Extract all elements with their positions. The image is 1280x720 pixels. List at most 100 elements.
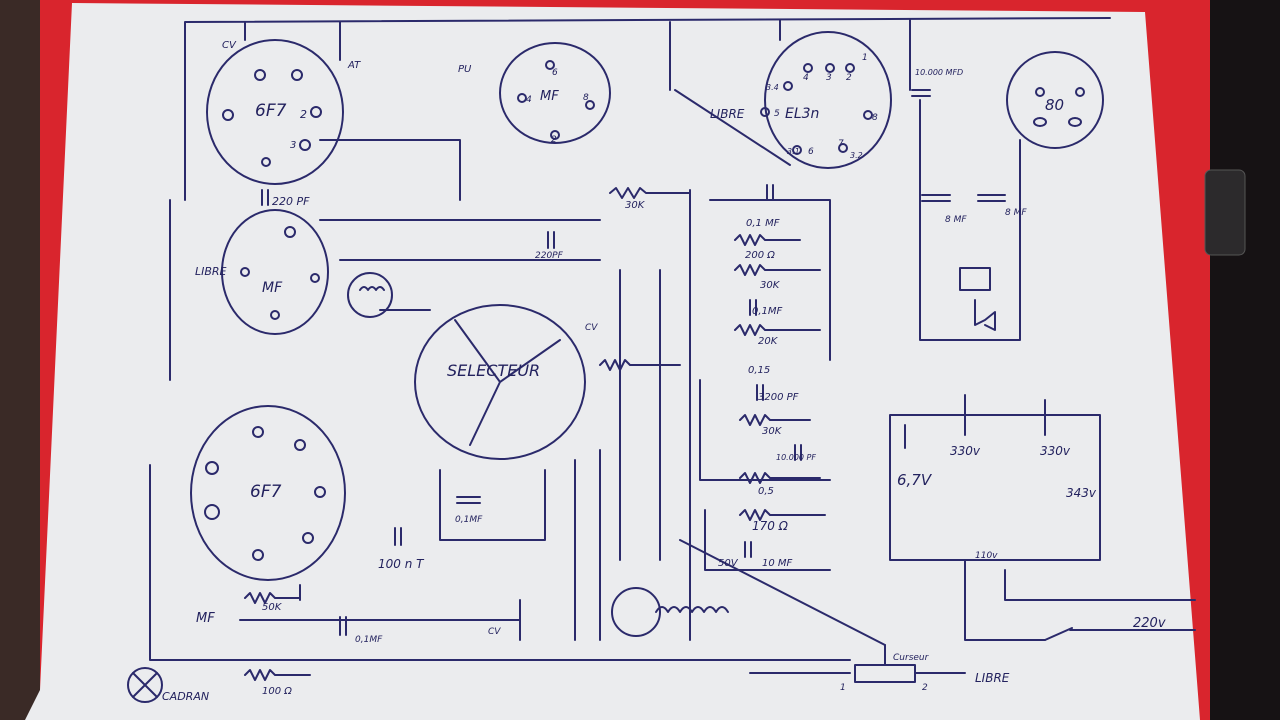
pin-el3-1: 1 [862,53,868,63]
capacitor-10000pf [794,444,802,461]
tube-pin [310,106,322,118]
capacitor-8mf-a [921,194,951,202]
pin-mf-6: 6 [552,68,558,78]
label-67v: 6,7V [897,471,933,489]
tube-pin [291,69,303,81]
tube-pin [222,109,234,121]
tube-pin [261,157,271,167]
label-mf-mid: MF [262,280,283,296]
tube-pin [294,439,306,451]
tube-pin [825,63,835,73]
schematic-drawing [127,17,1196,703]
value-01mf-d: 0,1MF [355,635,383,645]
coil-housing [347,272,393,318]
label-110v: 110v [975,551,998,561]
transformer-wires [904,394,1196,601]
capacitor-10000mfd [911,89,931,97]
resistor-170 [739,509,826,521]
tube-pin [310,273,320,283]
value-30k-b: 30K [760,280,781,291]
tube-pin [1075,87,1085,97]
tube-pin [270,310,280,320]
value-3200pf: 3200 PF [758,392,799,403]
potentiometer [854,644,916,683]
resistor-50k [244,592,301,604]
pin-6f7-2: 2 [300,108,307,121]
pin-el3-32: 3.2 [850,151,863,160]
tube-pin [252,549,264,561]
pin-el3-3: 3 [826,73,832,83]
label-pu: PU [458,64,472,75]
resistor-selector [599,359,681,371]
pin-mf-4: 4 [526,95,532,105]
paper-sheet [25,3,1200,720]
value-100nt: 100 n T [378,557,425,571]
value-50k: 50K [262,602,283,613]
tube-labels: 6F7 MF EL3n 80 MF 6F7 SELECTEUR [250,89,1064,502]
capacitor-100nt [394,527,402,546]
tube-el3n [764,31,892,169]
label-cadran: CADRAN [162,690,209,703]
label-at: AT [347,60,361,71]
tube-pin [204,504,220,520]
value-30k-c: 30K [762,426,783,437]
label-343v: 343v [1066,486,1097,500]
tube-mf-mid [221,209,329,335]
signal-wires [239,139,831,641]
label-pot-2: 2 [922,683,928,693]
tube-pin [550,130,560,140]
value-50v: 50V [718,558,739,569]
pin-mf-2: 2 [551,135,557,145]
pin-6f7-3: 3 [290,140,296,151]
value-labels: 220 PF 220PF 30K 0,1 MF 200 Ω 30K 0,1MF … [262,68,1027,697]
label-mf-bottom: MF [196,611,215,626]
pin-mf-8: 8 [583,93,589,103]
value-200: 200 Ω [745,250,775,261]
pin-el3-5: 5 [774,109,780,119]
tube-pin [302,532,314,544]
dark-object-handle [1204,169,1246,256]
label-6f7-bottom: 6F7 [250,482,282,502]
value-100: 100 Ω [262,686,292,697]
tube-pin [803,63,813,73]
label-6f7-top: 6F7 [255,101,287,121]
value-01mf-a: 0,1 MF [746,218,780,229]
tube-pin [314,486,326,498]
tube-80 [1006,51,1104,149]
coil-winding-bottom [655,606,729,613]
label-libre-pot: LIBRE [975,671,1010,685]
value-10mf: 10 MF [762,558,793,569]
tube-pin [845,63,855,73]
label-cv-bottom: CV [488,627,501,637]
pin-labels: 4 3 2 1 3.4 5 8 3.1 6 7 3.2 6 4 8 2 2 3 [290,53,878,160]
label-cv-top: CV [222,40,237,51]
capacitor-220pf-top [261,189,269,206]
label-selecteur: SELECTEUR [447,361,540,380]
pin-el3-7: 7 [838,139,844,149]
tube-pin [863,110,873,120]
speaker [959,267,996,331]
label-libre-mf: LIBRE [195,265,227,278]
selector-switch [414,304,586,460]
capacitor-8mf-b [977,194,1006,202]
label-cursor: Curseur [893,653,930,663]
component-labels: CV AT PU LIBRE LIBRE LIBRE CADRAN MF Cur… [162,40,1166,703]
tube-pin [517,93,527,103]
selector-contacts [454,319,561,446]
tube-pin [240,267,250,277]
tube-pin [792,145,802,155]
value-30k-top: 30K [625,200,646,211]
pin-el3-4: 4 [803,73,809,83]
value-01mf-c: 0,1MF [455,515,483,525]
capacitor-10mf [744,541,752,558]
value-8mf-a: 8 MF [945,215,967,225]
top-wires [244,19,1021,341]
value-220pf-top: 220 PF [272,195,310,208]
value-170: 170 Ω [752,519,789,533]
value-20k: 20K [758,336,779,347]
tube-pin [783,81,793,91]
value-220pf-mid: 220PF [535,251,564,261]
frame-wires [149,17,1111,661]
label-libre-el3: LIBRE [710,107,745,121]
